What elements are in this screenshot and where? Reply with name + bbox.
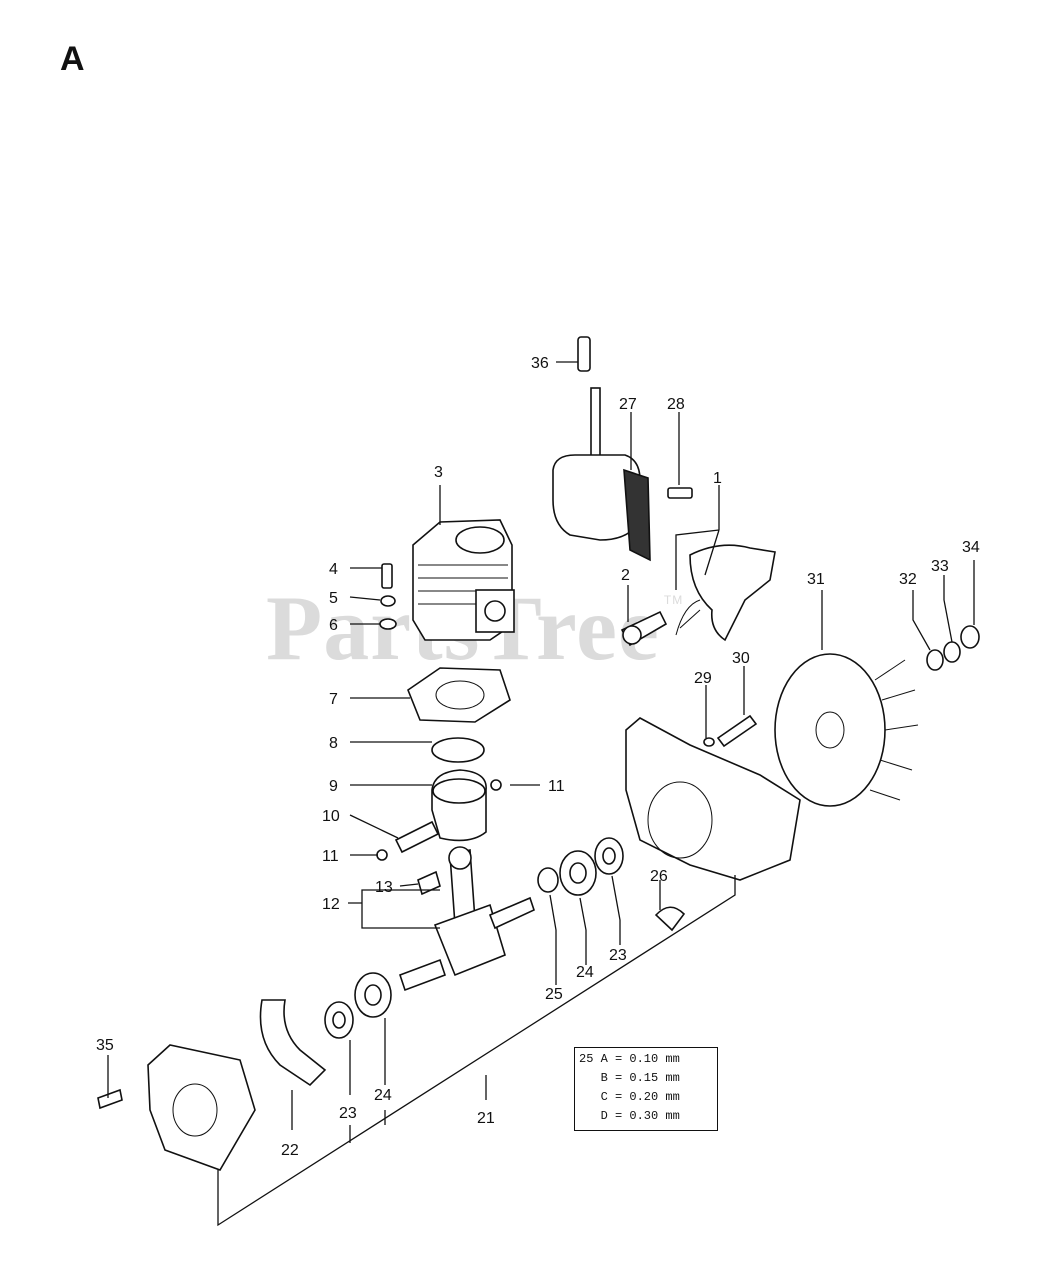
callout-6: 6 (329, 617, 338, 634)
callout-21: 21 (477, 1110, 495, 1127)
watermark-trademark: TM (663, 593, 684, 607)
shim-thickness-table: 25 A = 0.10 mm B = 0.15 mm C = 0.20 mm D… (574, 1047, 718, 1131)
part-27-muffler (552, 387, 651, 562)
part-26-plug (654, 906, 686, 932)
callout-25: 25 (545, 986, 563, 1003)
callout-35: 35 (96, 1037, 114, 1054)
part-9-piston (431, 769, 487, 842)
part-33-washer (943, 641, 961, 663)
part-2-spark-plug (620, 610, 668, 647)
callout-labels: 36 27 28 1 3 4 5 6 2 31 32 33 34 30 29 7… (96, 355, 980, 1159)
part-29-washer (703, 737, 715, 747)
callout-27: 27 (619, 396, 637, 413)
callout-23-upper: 23 (609, 947, 627, 964)
part-23-seal-upper (594, 837, 624, 875)
callout-24-lower: 24 (374, 1087, 392, 1104)
part-10-piston-pin (394, 820, 440, 854)
callout-23-lower: 23 (339, 1105, 357, 1122)
crankcase-half-left (147, 1044, 256, 1171)
shim-row-b: B = 0.15 mm (579, 1071, 680, 1085)
callout-9: 9 (329, 778, 338, 795)
leader-lines (107, 361, 975, 1227)
section-letter: A (60, 40, 85, 78)
callout-5: 5 (329, 590, 338, 607)
callout-3: 3 (434, 464, 443, 481)
callout-8: 8 (329, 735, 338, 752)
callout-12: 12 (322, 896, 340, 913)
callout-2: 2 (621, 567, 630, 584)
part-13-needle-bearing (417, 870, 441, 896)
shim-row-d: D = 0.30 mm (579, 1109, 680, 1123)
part-28-screw (667, 487, 693, 499)
part-31-flywheel (774, 653, 919, 807)
crankcase-half-right (625, 717, 801, 881)
callout-4: 4 (329, 561, 338, 578)
part-23-seal-lower (324, 1001, 354, 1039)
callout-10: 10 (322, 808, 340, 825)
callout-26: 26 (650, 868, 668, 885)
part-32-washer (926, 649, 944, 671)
part-24-bearing-upper (559, 850, 597, 896)
shim-row-a: 25 A = 0.10 mm (579, 1052, 680, 1066)
part-6-washer (379, 618, 397, 630)
callout-36: 36 (531, 355, 549, 372)
part-25-shim (537, 867, 559, 893)
callout-34: 34 (962, 539, 980, 556)
part-24-bearing-lower (354, 972, 392, 1018)
part-4-screw (381, 563, 393, 589)
part-3-cylinder (412, 519, 515, 641)
callout-31: 31 (807, 571, 825, 588)
part-7-gasket (407, 667, 511, 723)
callout-1: 1 (713, 470, 722, 487)
part-12-crankshaft (398, 846, 535, 992)
callout-22: 22 (281, 1142, 299, 1159)
part-5-washer (380, 595, 396, 607)
part-34-nut (960, 625, 980, 649)
part-36-pin (577, 336, 591, 372)
part-30-screw (716, 714, 758, 748)
callout-24-upper: 24 (576, 964, 594, 981)
part-22-gasket (259, 999, 327, 1087)
part-11-circlip-lower (376, 849, 388, 861)
shim-row-c: C = 0.20 mm (579, 1090, 680, 1104)
callout-28: 28 (667, 396, 685, 413)
callout-29: 29 (694, 670, 712, 687)
part-35-stud (97, 1088, 123, 1110)
callout-11-upper: 11 (548, 778, 565, 795)
callout-11-lower: 11 (322, 848, 339, 865)
part-11-circlip-upper (490, 779, 502, 791)
part-8-piston-ring (431, 737, 485, 763)
callout-13: 13 (375, 879, 393, 896)
callout-33: 33 (931, 558, 949, 575)
part-1-ignition-module (675, 544, 776, 642)
callout-30: 30 (732, 650, 750, 667)
callout-7: 7 (329, 691, 338, 708)
callout-32: 32 (899, 571, 917, 588)
